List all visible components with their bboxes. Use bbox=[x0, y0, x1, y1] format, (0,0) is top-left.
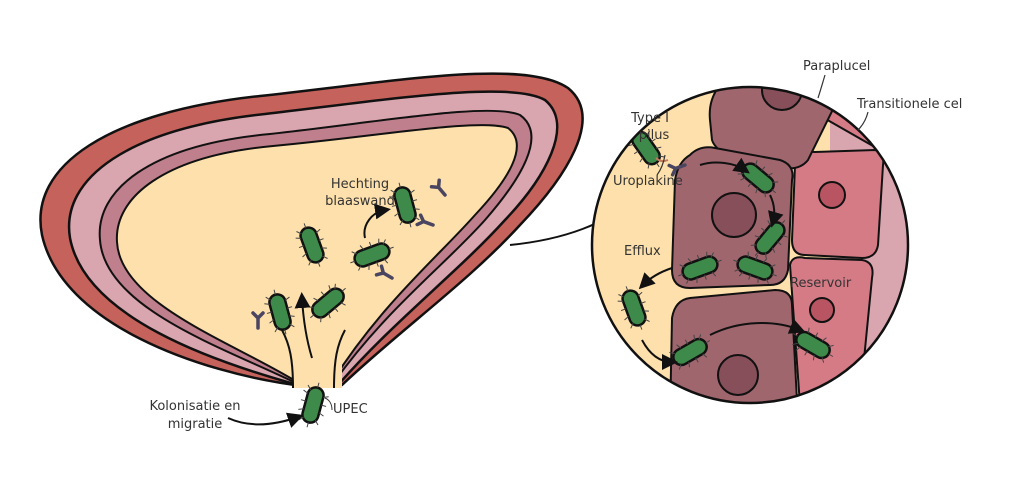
label-upec: UPEC bbox=[333, 402, 368, 417]
label-type1-2: pilus bbox=[639, 128, 670, 143]
label-kolonisatie-2: migratie bbox=[168, 417, 223, 432]
label-type1-1: Type I bbox=[630, 111, 669, 126]
colonization-arrow bbox=[227, 412, 304, 428]
label-reservoir: Reservoir bbox=[790, 276, 852, 291]
nucleus bbox=[809, 297, 835, 323]
label-efflux: Efflux bbox=[624, 244, 661, 259]
nucleus bbox=[717, 354, 759, 396]
label-hechting-2: blaaswand bbox=[325, 194, 395, 209]
label-transitionele-cel: Transitionele cel bbox=[856, 97, 962, 112]
bladder bbox=[39, 72, 584, 432]
label-hechting-1: Hechting bbox=[331, 177, 389, 192]
nucleus bbox=[818, 181, 846, 209]
label-paraplucel: Paraplucel bbox=[803, 59, 870, 74]
nucleus bbox=[711, 192, 757, 238]
adhesion-arrow bbox=[363, 203, 391, 239]
migration-arrow bbox=[294, 292, 313, 359]
label-kolonisatie-1: Kolonisatie en bbox=[149, 399, 240, 414]
magnified-tissue bbox=[590, 74, 910, 405]
label-uroplakine: Uroplakine bbox=[613, 174, 683, 189]
